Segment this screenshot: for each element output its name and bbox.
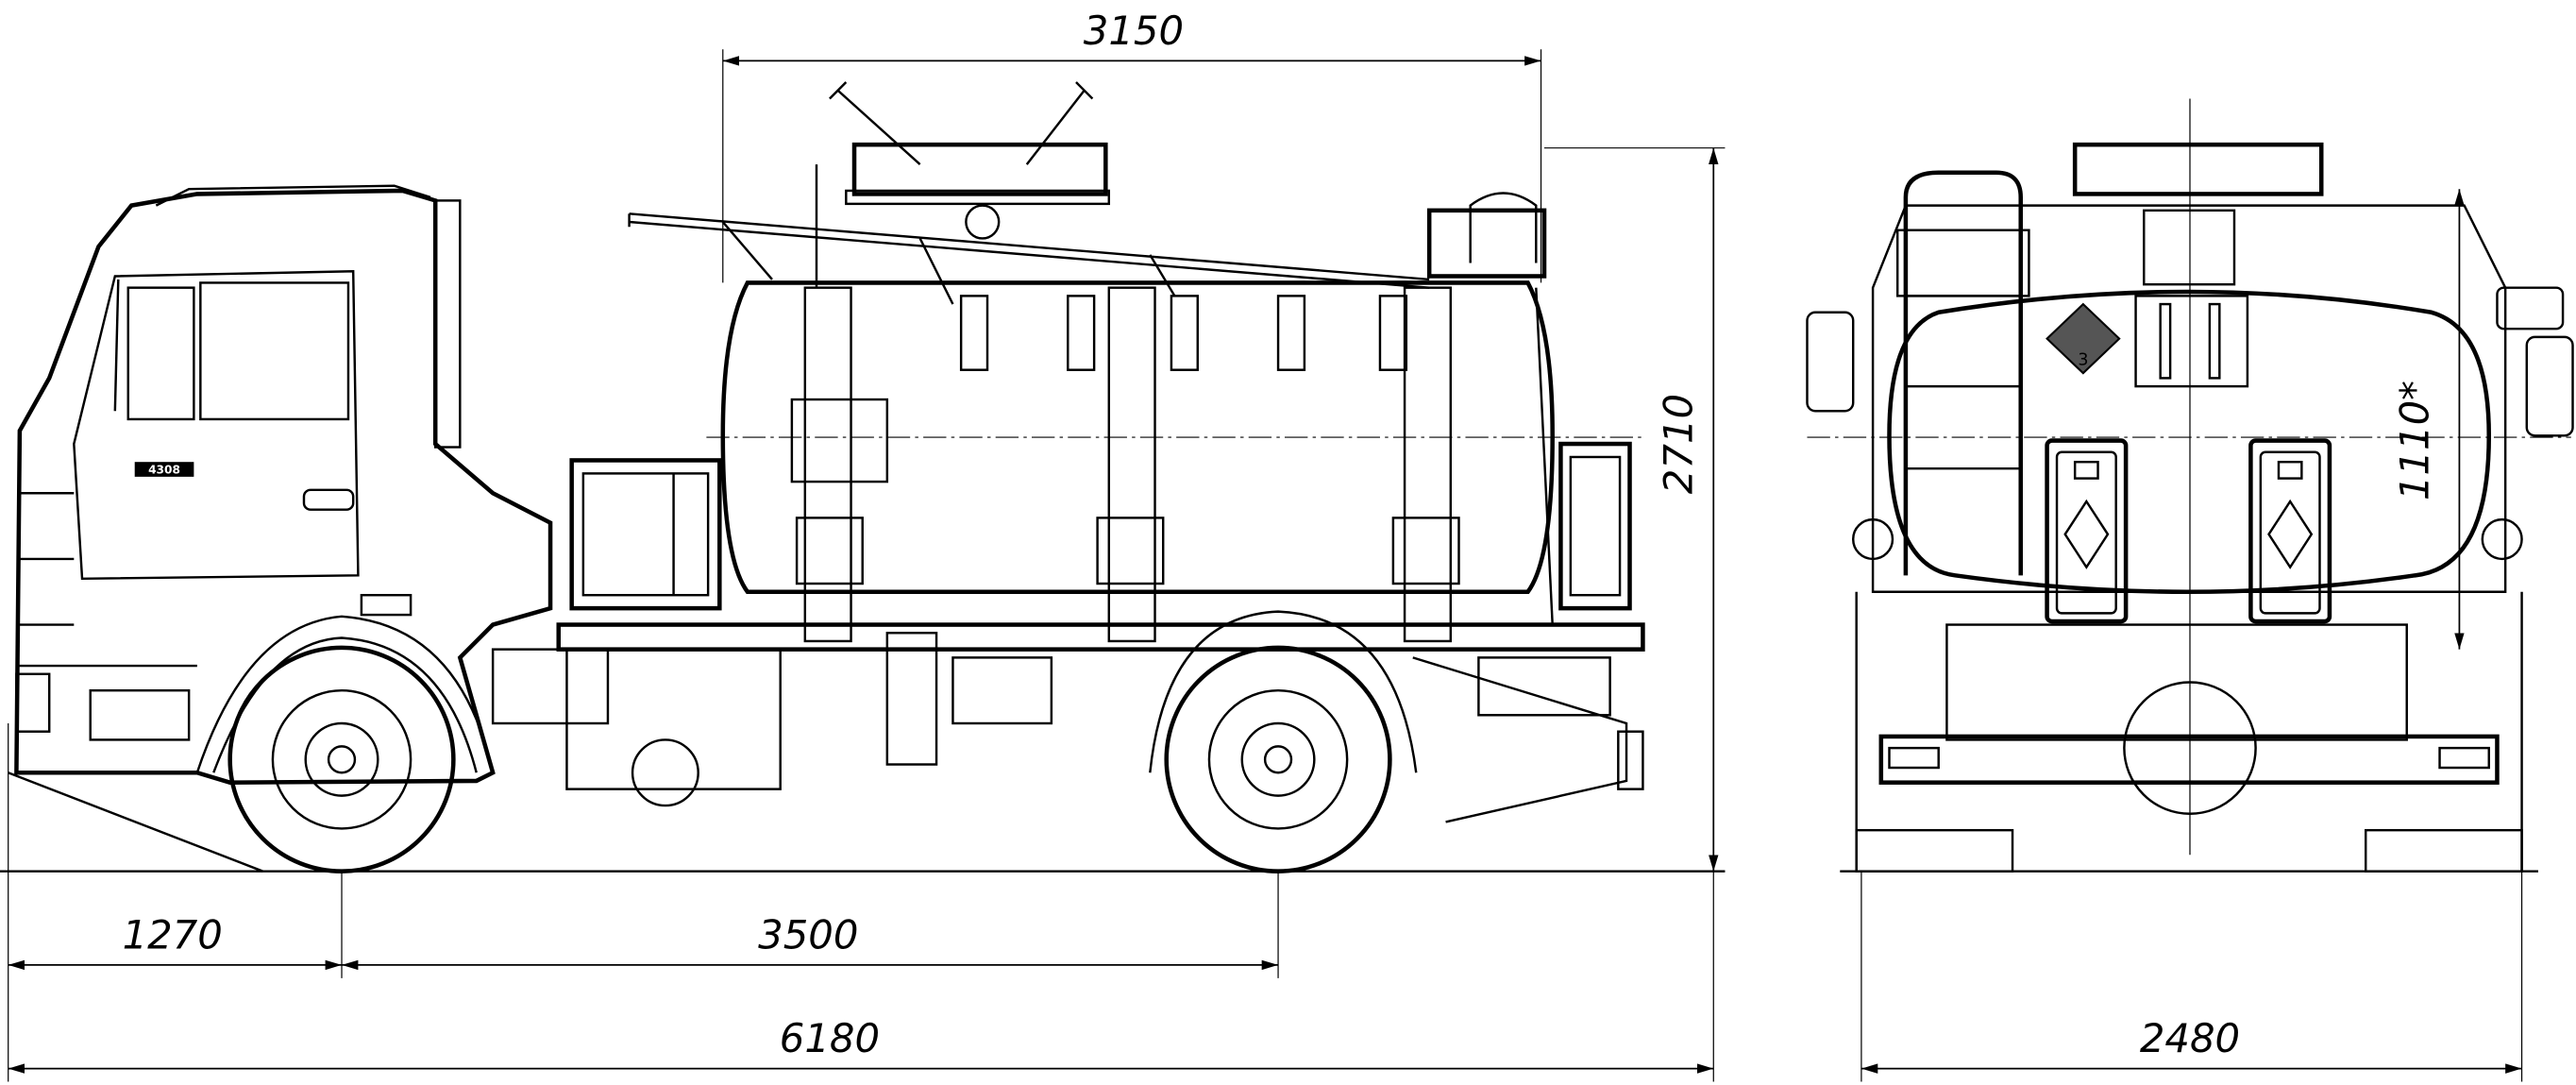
discharge-cabinet-left — [2045, 438, 2129, 624]
dim-overall-height: 2710 — [1656, 394, 1702, 494]
front-wheel — [227, 645, 456, 873]
hazard-class: 3 — [2078, 350, 2088, 369]
model-badge: 4308 — [134, 462, 194, 477]
pump-cabinet — [569, 458, 722, 611]
dim-tank-height: 1110* — [2391, 381, 2437, 500]
side-view: 4308 — [0, 81, 1726, 873]
dim-overall-length: 6180 — [780, 1015, 880, 1061]
dim-tank-length: 3150 — [1084, 8, 1184, 54]
dim-wheelbase: 3500 — [758, 911, 858, 958]
dim-overall-width: 2480 — [2140, 1015, 2240, 1061]
rear-view: 3 — [1806, 98, 2574, 873]
hazard-placard: 3 — [2046, 302, 2121, 375]
dimension-lines: 3150 2710 1270 3500 6180 2480 1110* — [8, 8, 2523, 1082]
tank — [628, 81, 1643, 643]
chassis-frame — [491, 622, 1645, 823]
dim-front-overhang: 1270 — [123, 911, 223, 958]
cab: 4308 — [8, 184, 553, 873]
discharge-cabinet-right — [2248, 438, 2332, 624]
model-badge-text: 4308 — [148, 463, 180, 476]
